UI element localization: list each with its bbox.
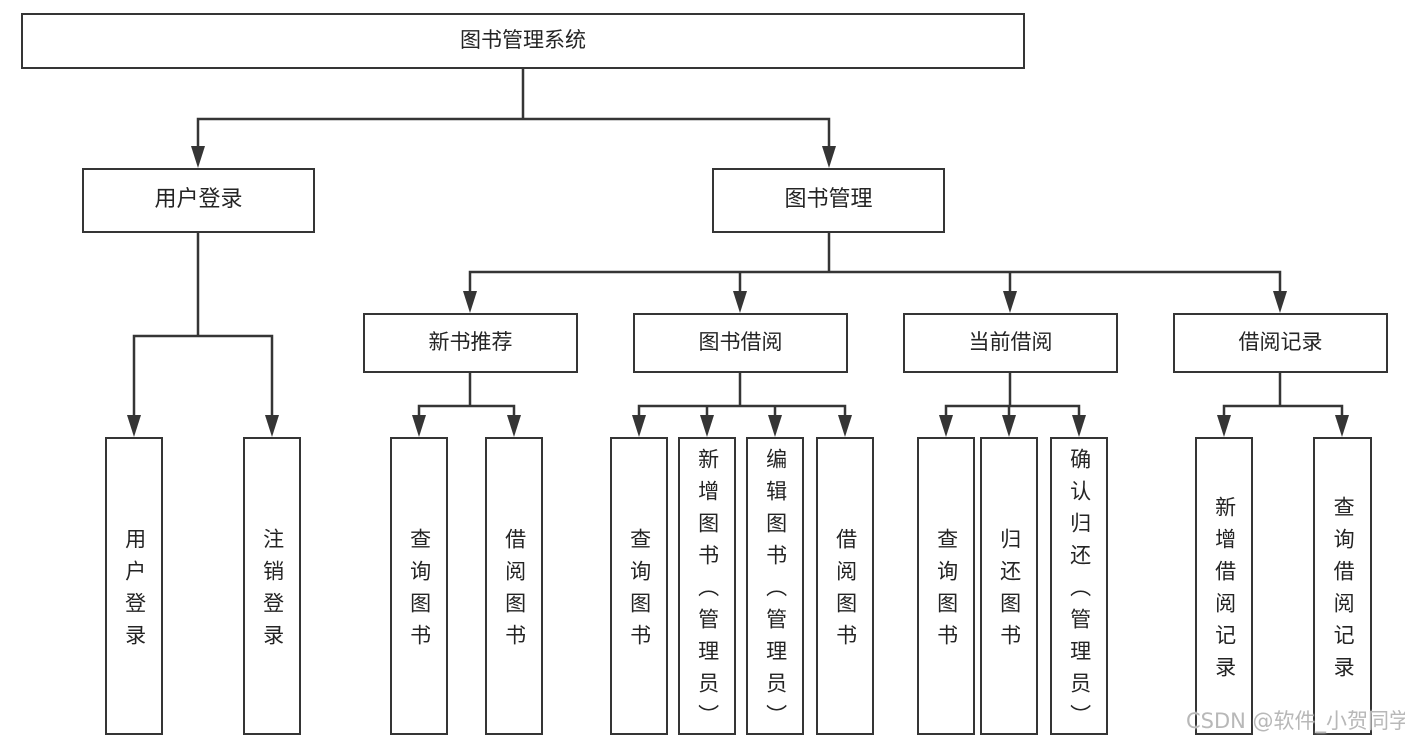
node-label: 查询借阅记录: [1331, 495, 1356, 688]
leaf-logout: 注销登录: [243, 437, 301, 735]
node-label: 图书借阅: [698, 330, 783, 355]
node-label: 新增借阅记录: [1212, 495, 1237, 688]
node-label: 新书推荐: [428, 330, 513, 355]
leaf-add-book-admin: 新增图书（管理员）: [678, 437, 736, 736]
leaf-add-borrow-record: 新增借阅记录: [1195, 437, 1253, 735]
node-label: 查询图书: [407, 527, 432, 656]
node-label: 借阅图书: [502, 527, 527, 656]
leaf-query-books-borrowing: 查询图书: [610, 437, 668, 735]
leaf-confirm-return-admin: 确认归还（管理员）: [1050, 437, 1108, 736]
node-label: 借阅图书: [833, 527, 858, 656]
node-root: 图书管理系统: [21, 13, 1025, 69]
leaf-query-borrow-record: 查询借阅记录: [1313, 437, 1372, 735]
leaf-query-books-recommend: 查询图书: [390, 437, 448, 735]
node-label: 注销登录: [260, 527, 285, 656]
node-label: 用户登录: [122, 527, 147, 656]
leaf-borrow-books-recommend: 借阅图书: [485, 437, 543, 735]
node-label: 图书管理系统: [460, 28, 586, 53]
node-label: 当前借阅: [968, 330, 1053, 355]
node-label: 编辑图书（管理员）: [763, 447, 788, 736]
node-label: 查询图书: [934, 527, 959, 656]
node-book-borrowing: 图书借阅: [633, 313, 848, 373]
node-book-management: 图书管理: [712, 168, 945, 233]
node-borrowing-records: 借阅记录: [1173, 313, 1388, 373]
node-label: 用户登录: [154, 187, 243, 213]
node-label: 确认归还（管理员）: [1067, 447, 1092, 736]
leaf-borrow-books-borrowing: 借阅图书: [816, 437, 874, 735]
node-user-login: 用户登录: [82, 168, 315, 233]
node-label: 图书管理: [784, 187, 873, 213]
leaf-return-book: 归还图书: [980, 437, 1038, 735]
node-label: 新增图书（管理员）: [695, 447, 720, 736]
leaf-user-login: 用户登录: [105, 437, 163, 735]
node-label: 归还图书: [997, 527, 1022, 656]
node-label: 查询图书: [627, 527, 652, 656]
node-label: 借阅记录: [1238, 330, 1323, 355]
leaf-edit-book-admin: 编辑图书（管理员）: [746, 437, 804, 736]
node-new-book-recommendation: 新书推荐: [363, 313, 578, 373]
node-current-borrowing: 当前借阅: [903, 313, 1118, 373]
csdn-watermark: CSDN @软件_小贺同学: [1186, 709, 1405, 733]
leaf-query-books-current: 查询图书: [917, 437, 975, 735]
